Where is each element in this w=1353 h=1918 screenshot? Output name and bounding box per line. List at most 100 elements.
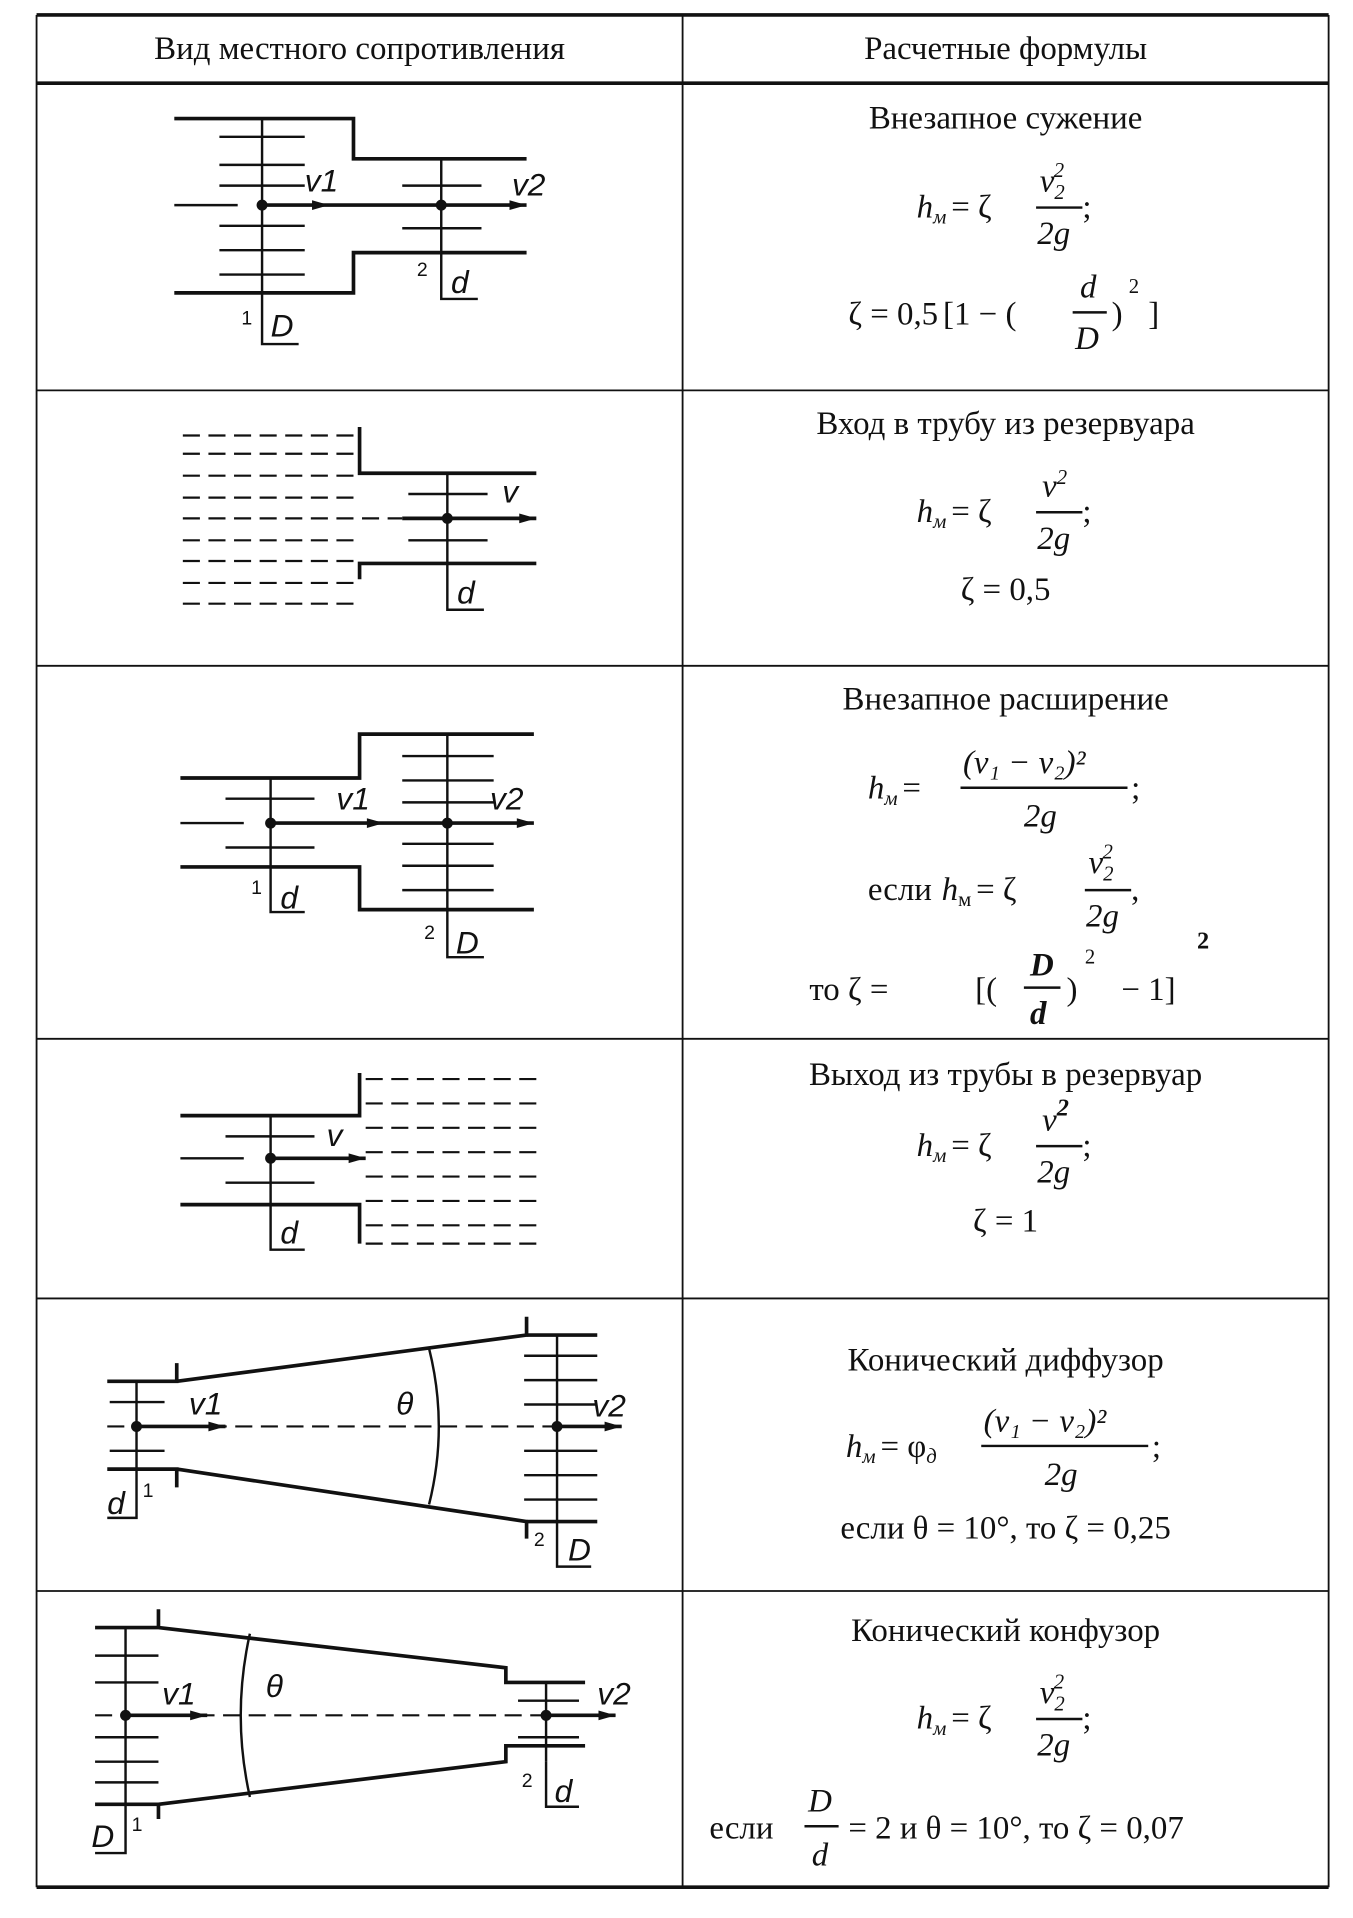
label-d: d xyxy=(555,1773,574,1809)
svg-text:d: d xyxy=(812,1837,829,1873)
formula-head-loss: hм= ζ v22 2g ; xyxy=(917,1672,1092,1764)
svg-text:[(: [( xyxy=(975,972,997,1008)
svg-text:;: ; xyxy=(1082,189,1091,225)
svg-text:D: D xyxy=(1074,321,1099,357)
formula-coefficient: то ζ = [( D d ) 2 − 1] 2 xyxy=(809,928,1209,1033)
label-v1: v1 xyxy=(162,1675,195,1711)
svg-text:hм= ζ: hм= ζ xyxy=(917,494,992,533)
svg-text:v2: v2 xyxy=(1042,1095,1069,1139)
formula-head-loss: hм= ζ v2 2g ; xyxy=(917,1095,1092,1191)
header-resistance-type: Вид местного сопротивления xyxy=(154,31,565,67)
svg-text:;: ; xyxy=(1082,1701,1091,1737)
label-section-1: 1 xyxy=(241,308,252,330)
formula-head-loss: hм= φд (v₁ − v₂)² 2g ; xyxy=(846,1403,1161,1493)
svg-text:d: d xyxy=(1030,996,1047,1032)
label-theta: θ xyxy=(396,1385,413,1421)
label-v: v xyxy=(502,474,520,510)
row-title: Конический конфузор xyxy=(851,1613,1160,1649)
svg-text:2: 2 xyxy=(1085,946,1095,968)
label-D: D xyxy=(271,308,294,344)
row-title: Внезапное расширение xyxy=(843,682,1169,718)
svg-text:hм= ζ: hм= ζ xyxy=(917,189,992,228)
formula-head-loss: hм= ζ v22 2g ; xyxy=(917,160,1092,252)
diagram-sudden-expansion: v1 v2 1 d 2 D xyxy=(180,732,534,961)
svg-text:;: ; xyxy=(1082,494,1091,530)
svg-text:v22: v22 xyxy=(1040,1672,1065,1716)
svg-text:(v₁ − v₂)²: (v₁ − v₂)² xyxy=(963,745,1087,781)
label-section-2: 2 xyxy=(417,259,428,281)
label-d: d xyxy=(451,264,470,300)
row-title: Внезапное сужение xyxy=(869,100,1143,136)
label-v2: v2 xyxy=(597,1675,631,1711)
svg-text:hм= φд: hм= φд xyxy=(846,1429,937,1468)
row-sudden-contraction: v1 v2 2 d 1 D Внезапное сужение hм= ζ v2… xyxy=(174,100,1159,357)
label-section-2: 2 xyxy=(534,1529,545,1551)
svg-text:hм=: hм= xyxy=(868,771,921,810)
svg-text:,: , xyxy=(1131,872,1139,908)
row-pipe-entrance: v d Вход в трубу из резервуара hм= ζ v2 … xyxy=(182,406,1195,611)
label-section-2: 2 xyxy=(424,922,435,944)
svg-text:]: ] xyxy=(1148,297,1159,333)
formula-coefficient: если θ = 10°, то ζ = 0,25 xyxy=(840,1511,1170,1547)
svg-text:− 1]: − 1] xyxy=(1121,972,1175,1008)
svg-text:= 2 и θ = 10°, то ζ = 0,07: = 2 и θ = 10°, то ζ = 0,07 xyxy=(848,1810,1183,1846)
svg-text:D: D xyxy=(1029,947,1054,983)
svg-text:;: ; xyxy=(1082,1128,1091,1164)
formula-head-loss: hм= (v₁ − v₂)² 2g ; xyxy=(868,745,1140,835)
formula-coefficient: ζ = 1 xyxy=(973,1203,1038,1239)
svg-text:ζ = 0,5[1 − (: ζ = 0,5[1 − ( xyxy=(848,297,1016,333)
label-section-1: 1 xyxy=(132,1814,143,1836)
row-title: Вход в трубу из резервуара xyxy=(816,406,1195,442)
label-D: D xyxy=(456,925,479,961)
label-v2: v2 xyxy=(490,781,524,817)
svg-text:(v₁ − v₂)²: (v₁ − v₂)² xyxy=(984,1403,1108,1439)
svg-text:v22: v22 xyxy=(1088,841,1113,885)
label-d: d xyxy=(280,1215,299,1251)
diagram-conical-confuser: v1 v2 θ D 1 2 d xyxy=(91,1609,631,1855)
row-conical-confuser: v1 v2 θ D 1 2 d Конический конфузор hм= … xyxy=(91,1609,1184,1873)
svg-text:то ζ =: то ζ = xyxy=(809,972,888,1008)
diagram-pipe-entrance: v d xyxy=(182,426,537,611)
table-grid xyxy=(35,13,1330,1890)
diagram-sudden-contraction: v1 v2 2 d 1 D xyxy=(174,116,546,346)
row-pipe-exit: v d Выход из трубы в резервуар hм= ζ v2 … xyxy=(180,1057,1202,1251)
svg-text:2g: 2g xyxy=(1037,1728,1070,1764)
svg-text:2g: 2g xyxy=(1024,799,1057,835)
svg-text:2g: 2g xyxy=(1086,899,1119,935)
svg-text:v22: v22 xyxy=(1040,160,1065,204)
label-d: d xyxy=(280,879,299,915)
svg-text:;: ; xyxy=(1152,1429,1161,1465)
row-sudden-expansion: v1 v2 1 d 2 D Внезапное расширение hм= (… xyxy=(180,682,1209,1032)
label-section-1: 1 xyxy=(143,1480,154,1502)
svg-text:2g: 2g xyxy=(1037,216,1070,252)
row-conical-diffuser: v1 v2 θ d 1 2 D Конический диффузор hм= … xyxy=(107,1316,1171,1568)
label-D: D xyxy=(568,1532,591,1568)
formula-coefficient: ζ = 0,5 xyxy=(961,572,1051,608)
label-d: d xyxy=(457,575,476,611)
label-v2: v2 xyxy=(592,1388,626,1424)
row-title: Выход из трубы в резервуар xyxy=(809,1057,1202,1093)
svg-text:D: D xyxy=(807,1784,832,1820)
svg-text:2: 2 xyxy=(1129,276,1139,298)
svg-text:;: ; xyxy=(1131,771,1140,807)
label-section-1: 1 xyxy=(251,877,262,899)
svg-text:): ) xyxy=(1067,972,1078,1008)
label-section-2: 2 xyxy=(522,1770,533,1792)
svg-text:2g: 2g xyxy=(1037,1155,1070,1191)
label-theta: θ xyxy=(266,1668,283,1704)
formula-head-loss: hм= ζ v2 2g ; xyxy=(917,467,1092,557)
label-D: D xyxy=(91,1818,114,1854)
label-v1: v1 xyxy=(189,1385,222,1421)
svg-text:hм= ζ: hм= ζ xyxy=(917,1128,992,1167)
svg-text:): ) xyxy=(1112,297,1123,333)
svg-text:2g: 2g xyxy=(1045,1457,1078,1493)
row-title: Конический диффузор xyxy=(848,1342,1164,1378)
diagram-conical-diffuser: v1 v2 θ d 1 2 D xyxy=(107,1316,626,1568)
svg-text:2g: 2g xyxy=(1037,521,1070,557)
diagram-pipe-exit: v d xyxy=(180,1072,537,1251)
svg-text:если: если xyxy=(709,1810,773,1846)
svg-text:v2: v2 xyxy=(1042,467,1067,504)
